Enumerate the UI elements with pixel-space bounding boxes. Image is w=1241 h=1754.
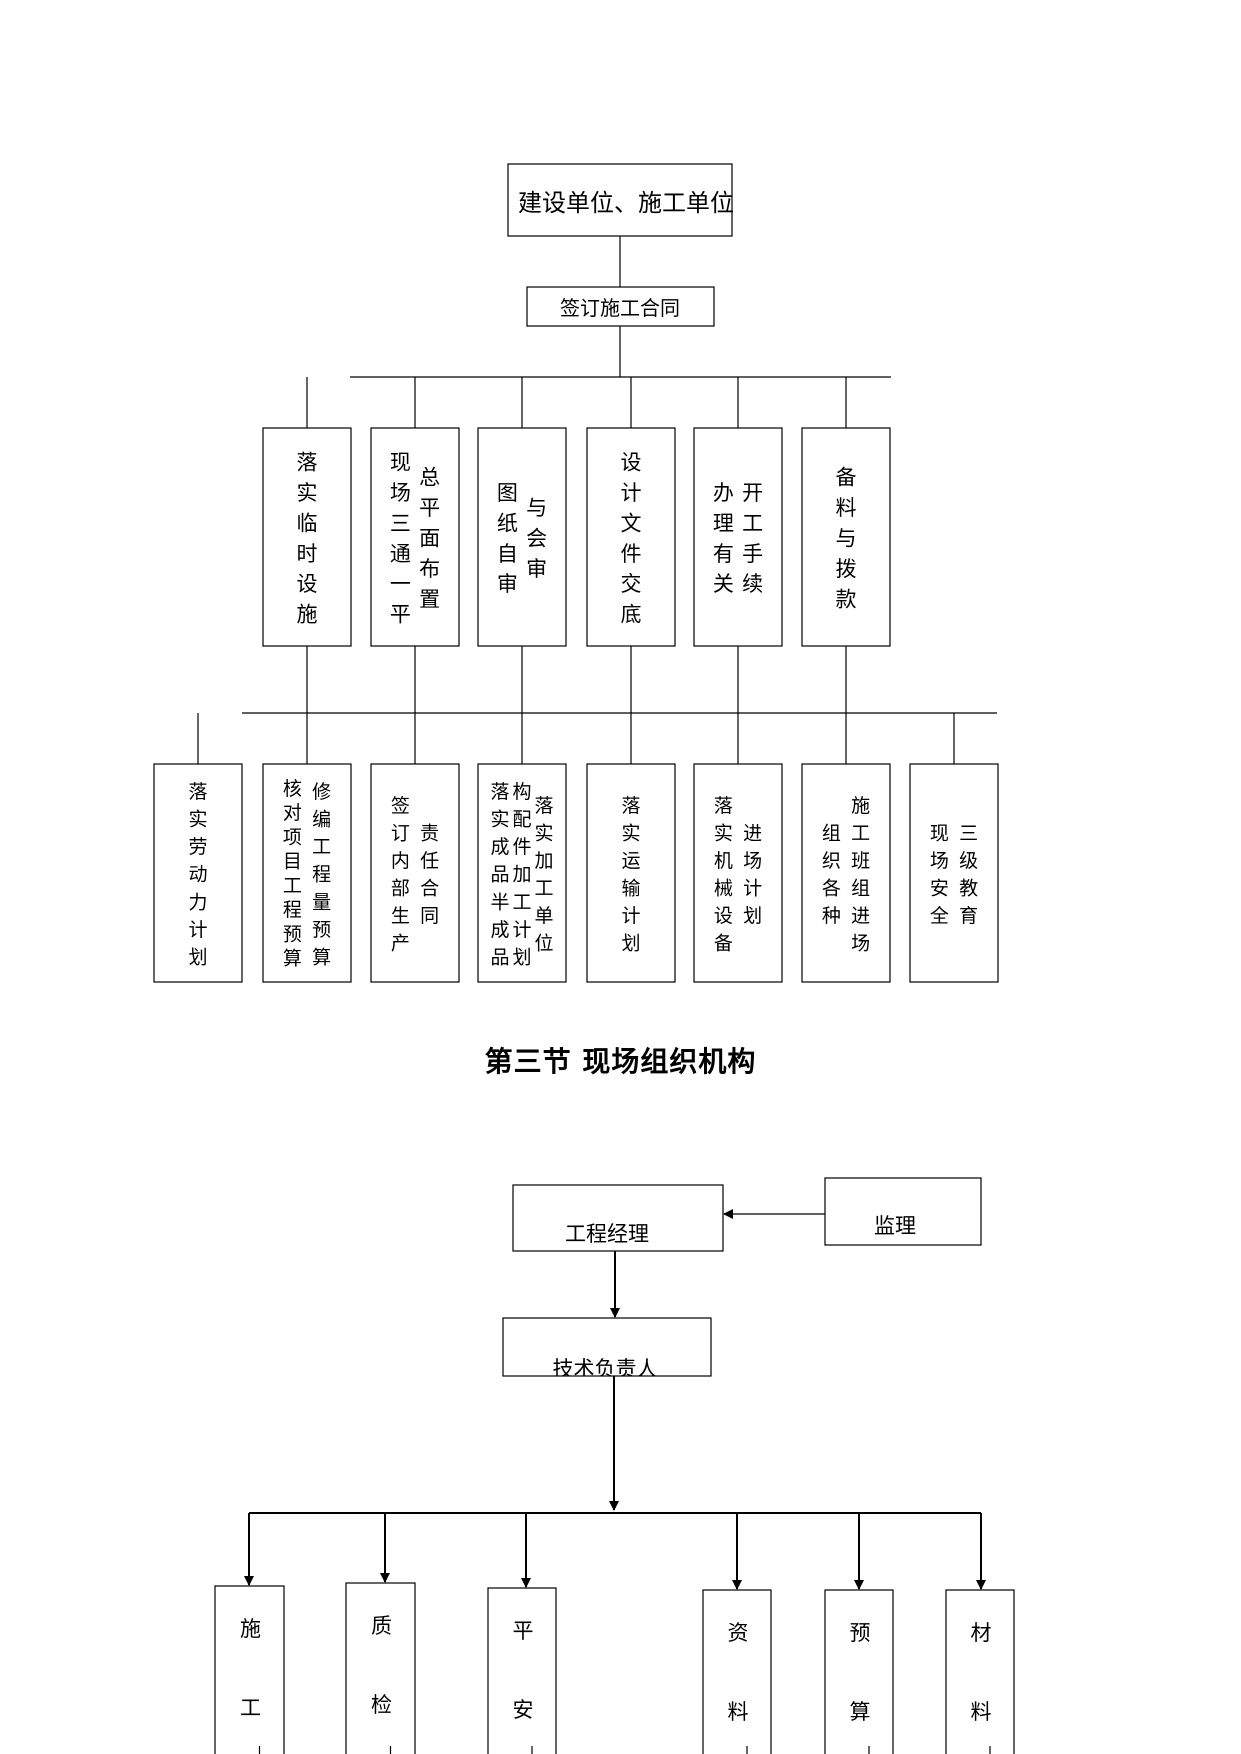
level2-step-6-text-1: 备料与拨款 — [836, 466, 857, 612]
level2-step-2-text-1: 现场三通一平 — [390, 450, 411, 626]
root-node: 建设单位、施工单位 — [507, 163, 734, 237]
level2-step-4: 设计文件交底 — [586, 427, 676, 647]
level2-step-2-text-2: 总平面布置 — [419, 466, 440, 612]
department-1-char-2: 工 — [240, 1696, 261, 1720]
level3-step-4-text-2: 构配件加工计划 — [512, 781, 531, 968]
department-3-char-1: 平 — [513, 1619, 534, 1643]
level3-step-5: 落实运输计划 — [586, 763, 676, 983]
level3-step-4-text-3: 落实加工单位 — [534, 795, 553, 955]
department-1-char-1: 施 — [240, 1617, 261, 1641]
manager-label: 工程经理 — [565, 1222, 649, 1246]
contract-label: 签订施工合同 — [560, 296, 680, 320]
root-label: 建设单位、施工单位 — [518, 189, 734, 217]
supervisor-label: 监理 — [874, 1214, 916, 1238]
level3-step-1: 落实劳动力计划 — [153, 763, 243, 983]
department-4-char-2: 料 — [728, 1700, 749, 1724]
department-4: 资料 — [702, 1589, 772, 1754]
section-heading: 第三节 现场组织机构 — [484, 1045, 757, 1078]
department-2: 质检 — [345, 1582, 416, 1754]
tech-lead-node: 技术负责人 — [502, 1317, 712, 1381]
department-5: 预算 — [824, 1589, 894, 1754]
department-6: 材料 — [945, 1589, 1015, 1754]
level3-step-1-text-1: 落实劳动力计划 — [188, 781, 207, 968]
department-2-char-2: 检 — [371, 1693, 392, 1717]
contract-node: 签订施工合同 — [526, 286, 715, 327]
level3-steps: 落实劳动力计划核对项目工程预算修编工程量预算签订内部生产责任合同落实成品半成品构… — [153, 713, 999, 983]
department-1: 施工 — [214, 1585, 285, 1754]
level2-step-3-text-1: 图纸自审 — [497, 481, 518, 596]
level3-step-3-text-2: 责任合同 — [420, 822, 439, 927]
manager-node: 工程经理 — [512, 1184, 724, 1252]
level2-step-1: 落实临时设施 — [262, 427, 352, 647]
department-4-char-1: 资 — [728, 1621, 749, 1645]
level2-step-6: 备料与拨款 — [801, 427, 891, 647]
level2-step-4-text-1: 设计文件交底 — [621, 450, 642, 626]
level2-steps: 落实临时设施现场三通一平总平面布置图纸自审与会审设计文件交底办理有关开工手续备料… — [262, 377, 891, 713]
level3-step-2-text-1: 核对项目工程预算 — [283, 778, 302, 970]
level3-step-3-text-1: 签订内部生产 — [391, 795, 410, 955]
level3-step-2-text-2: 修编工程量预算 — [312, 781, 331, 968]
level3-step-6-text-1: 落实机械设备 — [714, 795, 733, 955]
level3-step-7-text-1: 组织各种 — [822, 822, 841, 927]
level3-step-4-text-1: 落实成品半成品 — [490, 781, 509, 968]
department-5-char-1: 预 — [850, 1621, 871, 1645]
department-6-char-1: 材 — [971, 1621, 992, 1645]
level3-step-6-text-2: 进场计划 — [743, 822, 762, 927]
level2-step-1-text-1: 落实临时设施 — [297, 450, 318, 626]
department-3-char-2: 安 — [513, 1698, 534, 1722]
level3-step-8-text-2: 三级教育 — [959, 822, 978, 927]
supervisor-node: 监理 — [824, 1177, 982, 1246]
level3-step-8-text-1: 现场安全 — [930, 822, 949, 927]
level3-step-5-text-1: 落实运输计划 — [621, 795, 640, 955]
department-5-char-2: 算 — [850, 1700, 871, 1724]
level2-step-5-text-2: 开工手续 — [742, 481, 763, 596]
level2-step-3-text-2: 与会审 — [526, 496, 547, 581]
level3-step-7-text-2: 施工班组进场 — [851, 795, 870, 955]
department-6-char-2: 料 — [971, 1700, 992, 1724]
department-2-char-1: 质 — [371, 1614, 392, 1638]
department-3: 平安 — [487, 1587, 557, 1754]
tech-lead-label: 技术负责人 — [553, 1357, 658, 1381]
level2-step-5-text-1: 办理有关 — [713, 481, 734, 596]
